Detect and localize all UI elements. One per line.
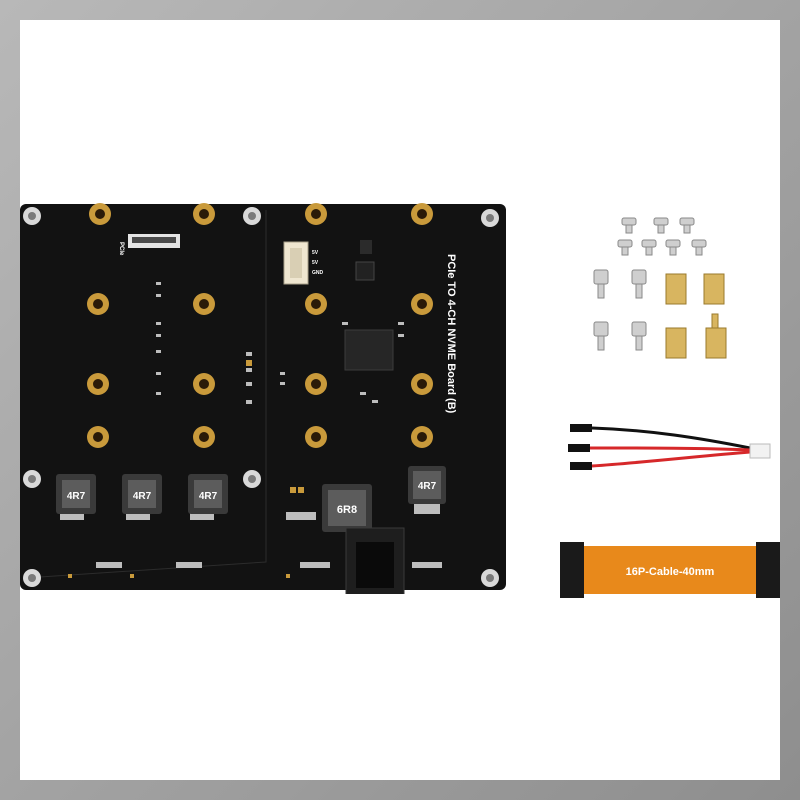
power-pin-label: 5V — [312, 260, 319, 266]
corner-mount-holes — [23, 207, 499, 587]
inductor-label: 4R7 — [199, 491, 218, 502]
power-cable — [560, 418, 780, 478]
ribbon-cable-label: 16P-Cable-40mm — [626, 566, 715, 578]
screws-and-standoffs — [580, 210, 760, 370]
regulator-chip — [360, 240, 372, 254]
power-pin-label: GND — [312, 270, 324, 276]
inductor: 4R7 — [122, 474, 162, 514]
inductor: 4R7 — [188, 474, 228, 514]
pcie-switch-chip — [344, 329, 394, 371]
smd-components — [60, 282, 442, 568]
pcie-silk-label: PCIe — [118, 242, 124, 256]
inductor-label: 4R7 — [133, 491, 152, 502]
inductor-label: 6R8 — [337, 504, 357, 516]
inductor: 4R7 — [56, 474, 96, 514]
power-pin-label: 5V — [312, 250, 319, 256]
inductor-label: 4R7 — [67, 491, 86, 502]
pcb-body — [20, 204, 506, 590]
inductor-label: 4R7 — [418, 481, 437, 492]
m2-standoff-pads — [87, 203, 433, 448]
nvme-adapter-board: PCIe 5V 5V GND PCIe TO 4-CH NVME Board (… — [0, 182, 512, 601]
inductor: 6R8 — [322, 484, 372, 532]
ribbon-cable: 16P-Cable-40mm — [560, 542, 780, 602]
board-graphic: PCIe 5V 5V GND PCIe TO 4-CH NVME Board (… — [20, 203, 506, 601]
board-title: PCIe TO 4-CH NVME Board (B) — [445, 254, 457, 414]
controller-chip — [355, 261, 375, 281]
board-divider — [39, 210, 267, 578]
inductor: 4R7 — [408, 466, 446, 504]
